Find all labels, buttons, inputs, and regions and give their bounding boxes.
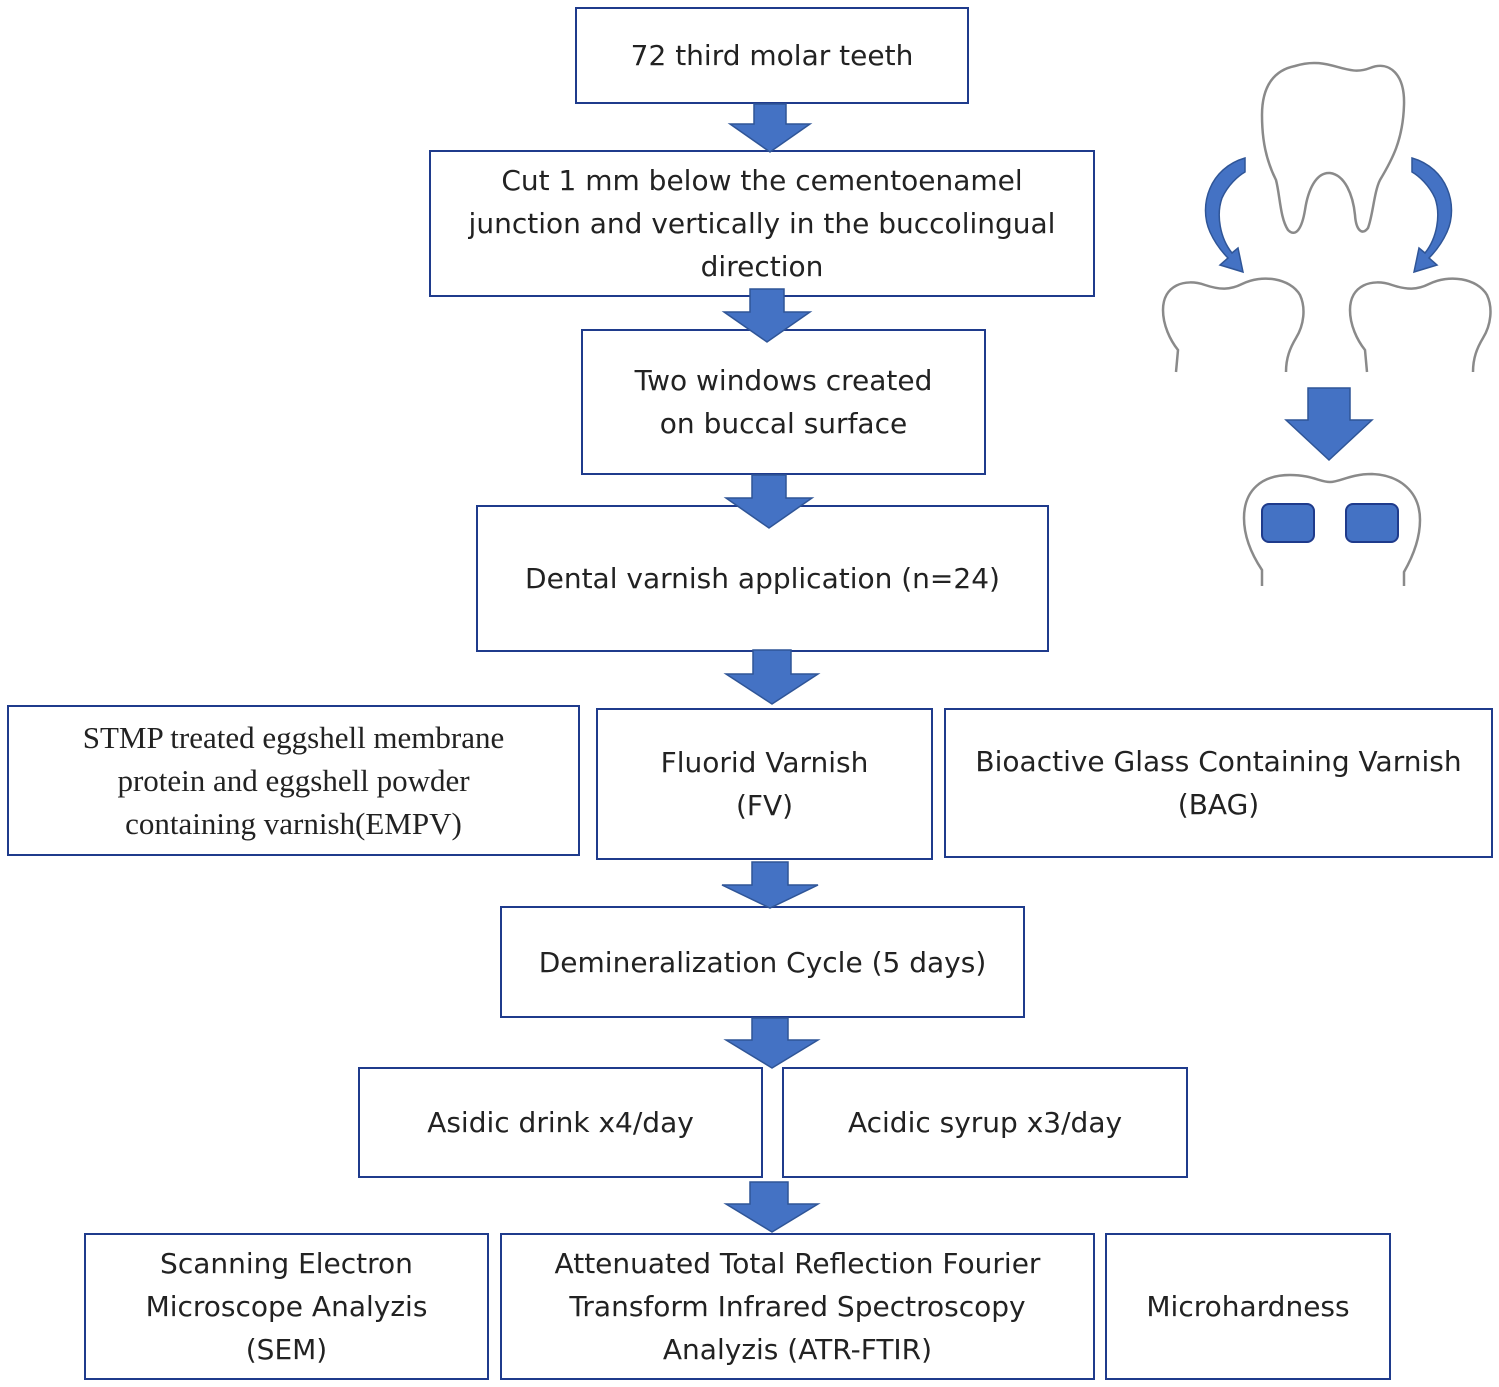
curved-arrow-left-icon <box>1204 157 1246 274</box>
enamel-window-left <box>1261 503 1315 543</box>
step-teeth-box: 72 third molar teeth <box>575 7 969 104</box>
tooth-section-with-windows-icon <box>1242 472 1422 586</box>
analysis-micro-box: Microhardness <box>1105 1233 1391 1380</box>
tooth-half-left-icon <box>1161 277 1305 373</box>
down-arrow-icon <box>723 649 821 705</box>
cycle-drink-text: Asidic drink x4/day <box>427 1106 694 1139</box>
cycle-syrup-text: Acidic syrup x3/day <box>847 1106 1123 1139</box>
group-bag-text: Bioactive Glass Containing Varnish (BAG) <box>975 745 1462 821</box>
down-arrow-icon <box>723 1181 821 1233</box>
step-cut-box: Cut 1 mm below the cementoenamel junctio… <box>429 150 1095 297</box>
molar-tooth-icon <box>1260 61 1406 235</box>
cycle-syrup-box: Acidic syrup x3/day <box>782 1067 1188 1178</box>
down-arrow-icon <box>721 861 819 909</box>
analysis-atr-text: Attenuated Total Reflection Fourier Tran… <box>554 1247 1041 1366</box>
group-empv-text: STMP treated eggshell membrane protein a… <box>82 720 505 841</box>
enamel-window-right <box>1345 503 1399 543</box>
group-fv-text: Fluorid Varnish (FV) <box>660 746 869 822</box>
down-arrow-icon <box>723 1017 821 1069</box>
analysis-sem-box: Scanning Electron Microscope Analyzis (S… <box>84 1233 489 1380</box>
step-cut-text: Cut 1 mm below the cementoenamel junctio… <box>468 164 1056 283</box>
tooth-half-right-icon <box>1348 277 1492 373</box>
step-demin-text: Demineralization Cycle (5 days) <box>538 945 987 979</box>
group-fv-box: Fluorid Varnish (FV) <box>596 708 933 860</box>
step-demin-box: Demineralization Cycle (5 days) <box>500 906 1025 1018</box>
group-empv-box: STMP treated eggshell membrane protein a… <box>7 705 580 856</box>
step-varnish-box: Dental varnish application (n=24) <box>476 505 1049 652</box>
analysis-atr-box: Attenuated Total Reflection Fourier Tran… <box>500 1233 1095 1380</box>
curved-arrow-right-icon <box>1411 157 1453 274</box>
step-varnish-text: Dental varnish application (n=24) <box>525 562 1000 595</box>
tooth-illustration <box>1161 61 1492 586</box>
down-arrow-icon <box>727 103 813 153</box>
step-teeth-text: 72 third molar teeth <box>630 39 914 72</box>
group-bag-box: Bioactive Glass Containing Varnish (BAG) <box>944 708 1493 858</box>
down-arrow-icon <box>1284 387 1374 462</box>
analysis-micro-text: Microhardness <box>1146 1290 1350 1323</box>
analysis-sem-text: Scanning Electron Microscope Analyzis (S… <box>145 1247 428 1366</box>
step-windows-box: Two windows created on buccal surface <box>581 329 986 475</box>
cycle-drink-box: Asidic drink x4/day <box>358 1067 763 1178</box>
step-windows-text: Two windows created on buccal surface <box>634 364 933 440</box>
